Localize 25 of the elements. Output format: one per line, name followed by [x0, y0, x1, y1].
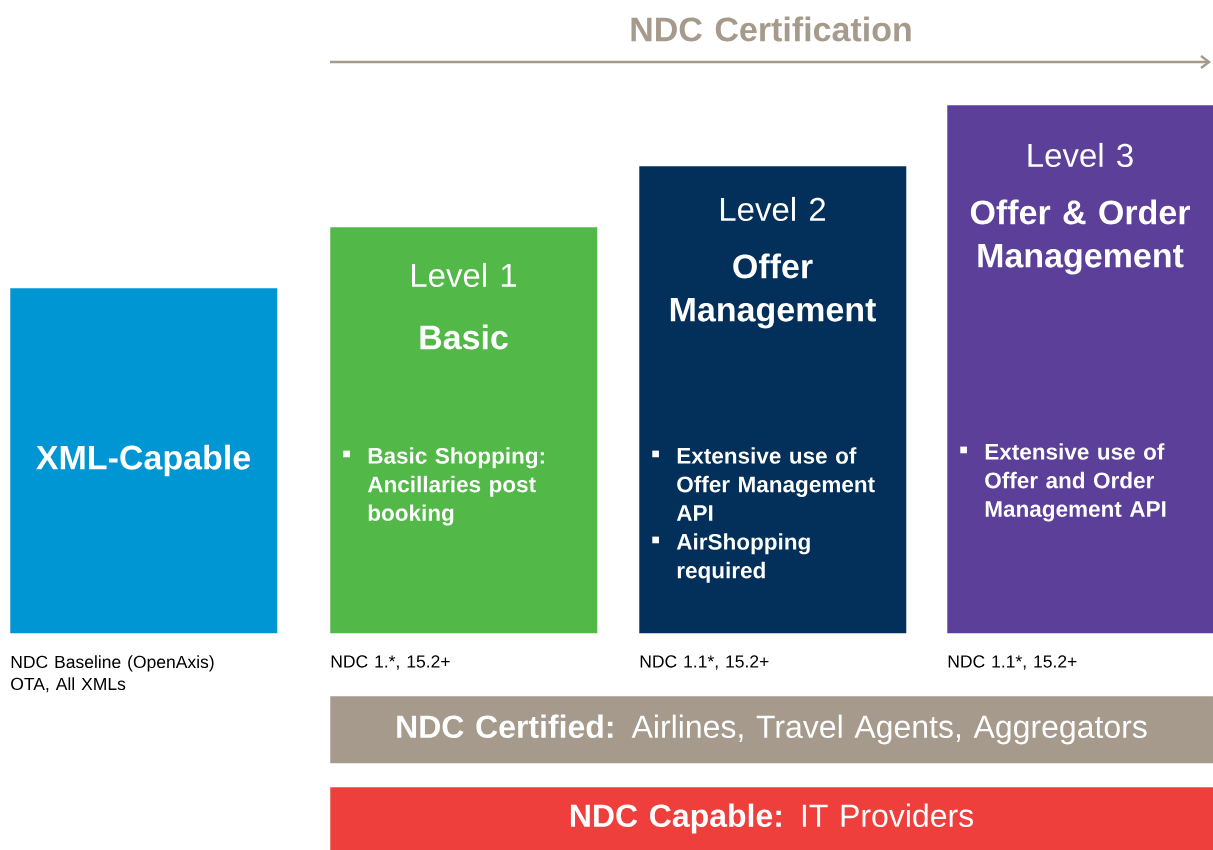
box-label: XML-Capable [36, 444, 251, 477]
capability-box [10, 288, 278, 693]
node-label: NDC Baseline (OpenAxis) [11, 655, 214, 672]
bullet-item: Extensive use of Offer Management API [652, 447, 875, 521]
band [330, 787, 1213, 850]
level-box [330, 227, 598, 670]
level-number: Level 3 [1028, 142, 1133, 168]
node-label: NDC 1.*, 15.2+ [331, 655, 450, 670]
bullet-item: AirShopping required [652, 533, 810, 583]
box-label: NDC Capable: IT Providers [570, 803, 974, 834]
node-label: NDC 1.1*, 15.2+ [948, 655, 1077, 670]
title: NDC Certification [631, 16, 911, 42]
box-label: NDC Certified: Airlines, Travel Agents, Aggregators [397, 714, 1147, 745]
level-title: Basic [420, 324, 508, 350]
node-label: OTA, All XMLs [11, 677, 126, 693]
level-box [947, 105, 1213, 670]
level-title: Offer Management [670, 253, 876, 329]
bullet-item: Basic Shopping: Ancillaries post booking [343, 447, 544, 526]
node-label: NDC 1.1*, 15.2+ [640, 655, 769, 670]
level-number: Level 1 [411, 262, 517, 288]
band [330, 696, 1213, 764]
level-box [639, 166, 907, 670]
bullet-item: Extensive use of Offer and Order Management API [960, 443, 1166, 522]
level-number: Level 2 [721, 196, 825, 222]
level-title: Offer & Order Management [970, 199, 1190, 275]
